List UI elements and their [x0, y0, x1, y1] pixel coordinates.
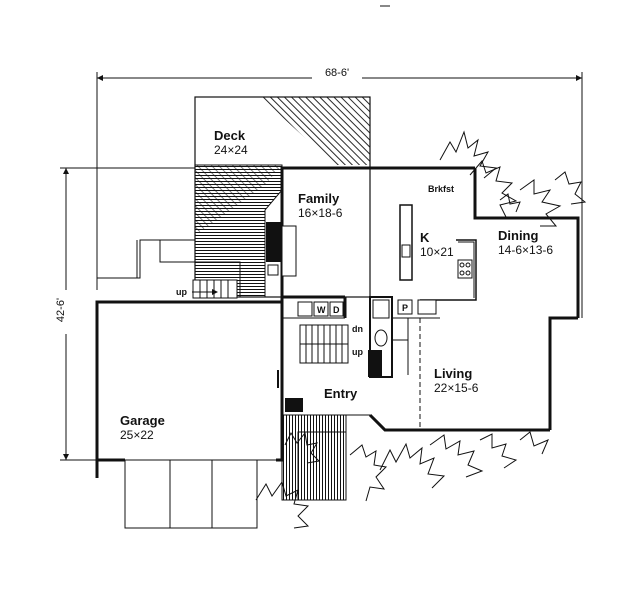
living-name: Living: [434, 366, 472, 381]
width-dimension: 68-6': [96, 64, 583, 318]
living-size: 22×15-6: [434, 381, 479, 395]
interior-core: W D dn up P: [282, 295, 440, 378]
deck-name: Deck: [214, 128, 246, 143]
pantry-label: P: [402, 303, 408, 313]
living: Living 22×15-6: [419, 318, 479, 430]
dining: Dining 14-6×13-6: [498, 228, 553, 257]
garage-name: Garage: [120, 413, 165, 428]
depth-label: 42-6': [55, 298, 67, 322]
dining-size: 14-6×13-6: [498, 243, 553, 257]
washer-label: W: [317, 305, 326, 315]
stairs-up-left: up: [176, 279, 238, 299]
brkfst-label: Brkfst: [428, 184, 454, 194]
stairs-up-label: up: [352, 347, 363, 357]
depth-dimension: 42-6': [52, 167, 200, 461]
family-room: Family 16×18-6: [266, 191, 343, 277]
deck-size: 24×24: [214, 143, 248, 157]
garage-size: 25×22: [120, 428, 154, 442]
foliage-brkfst: [439, 130, 587, 227]
driveway: [124, 459, 258, 529]
stairs-up-left-label: up: [176, 287, 187, 297]
stairs-dn-label: dn: [352, 324, 363, 334]
patio-outline: [97, 239, 241, 297]
family-name: Family: [298, 191, 340, 206]
garage: Garage 25×22: [95, 300, 284, 478]
front-walk: [281, 414, 347, 501]
entry: Entry: [277, 370, 358, 412]
width-label: 68-6': [325, 67, 349, 79]
entry-name: Entry: [324, 386, 358, 401]
dining-name: Dining: [498, 228, 538, 243]
kitchen: K 10×21: [399, 204, 477, 301]
kitchen-size: 10×21: [420, 245, 454, 259]
foliage-living: [349, 431, 549, 502]
foliage-entry: [255, 431, 321, 529]
deck: Deck 24×24: [194, 96, 371, 298]
family-size: 16×18-6: [298, 206, 343, 220]
dryer-label: D: [333, 305, 340, 315]
kitchen-name: K: [420, 230, 430, 245]
